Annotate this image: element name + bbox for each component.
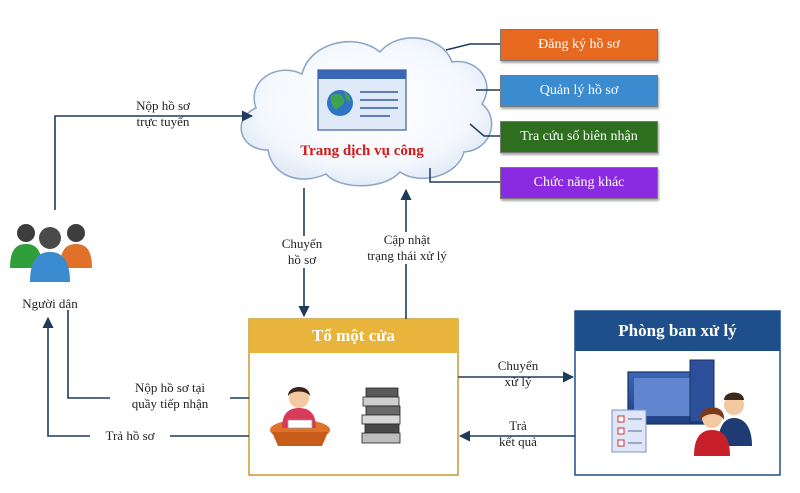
update-status-label: Cập nhật trạng thái xử lý [350,232,464,264]
cloud-title: Trang dịch vụ công [300,143,424,159]
arrow-online-submit [54,110,254,210]
counter-submit-label: Nộp hồ sơ tại quầy tiếp nhận [110,380,230,412]
manage-file-button[interactable]: Quản lý hồ sơ [500,75,658,107]
manage-file-label: Quản lý hồ sơ [539,83,619,98]
return-file-label: Trả hồ sơ [90,428,170,444]
department-title: Phòng ban xử lý [618,321,737,340]
return-result-label: Trả kết quả [499,418,537,449]
function-connectors [429,43,500,183]
one-stop-title: Tổ một cửa [312,326,395,345]
transfer-label: Chuyển hồ sơ [262,236,342,268]
online-submit-label: Nộp hồ sơ trực tuyến [136,98,190,129]
citizens-label: Người dân [22,296,78,311]
other-functions-button[interactable]: Chức năng khác [500,167,658,199]
lookup-receipt-label: Tra cứu số biên nhận [520,129,638,144]
other-functions-label: Chức năng khác [533,175,625,190]
transfer-process-label: Chuyển xử lý [497,358,539,389]
file-stack-icon [361,387,401,444]
one-stop-box [248,318,459,476]
web-page-icon [317,69,407,131]
register-file-button[interactable]: Đăng ký hồ sơ [500,29,658,61]
register-file-label: Đăng ký hồ sơ [538,37,620,52]
lookup-receipt-button[interactable]: Tra cứu số biên nhận [500,121,658,153]
clerk-icon [270,387,330,446]
arrow-return-file [42,316,249,437]
citizens-icon [10,224,92,282]
office-computer-icon [611,359,752,456]
